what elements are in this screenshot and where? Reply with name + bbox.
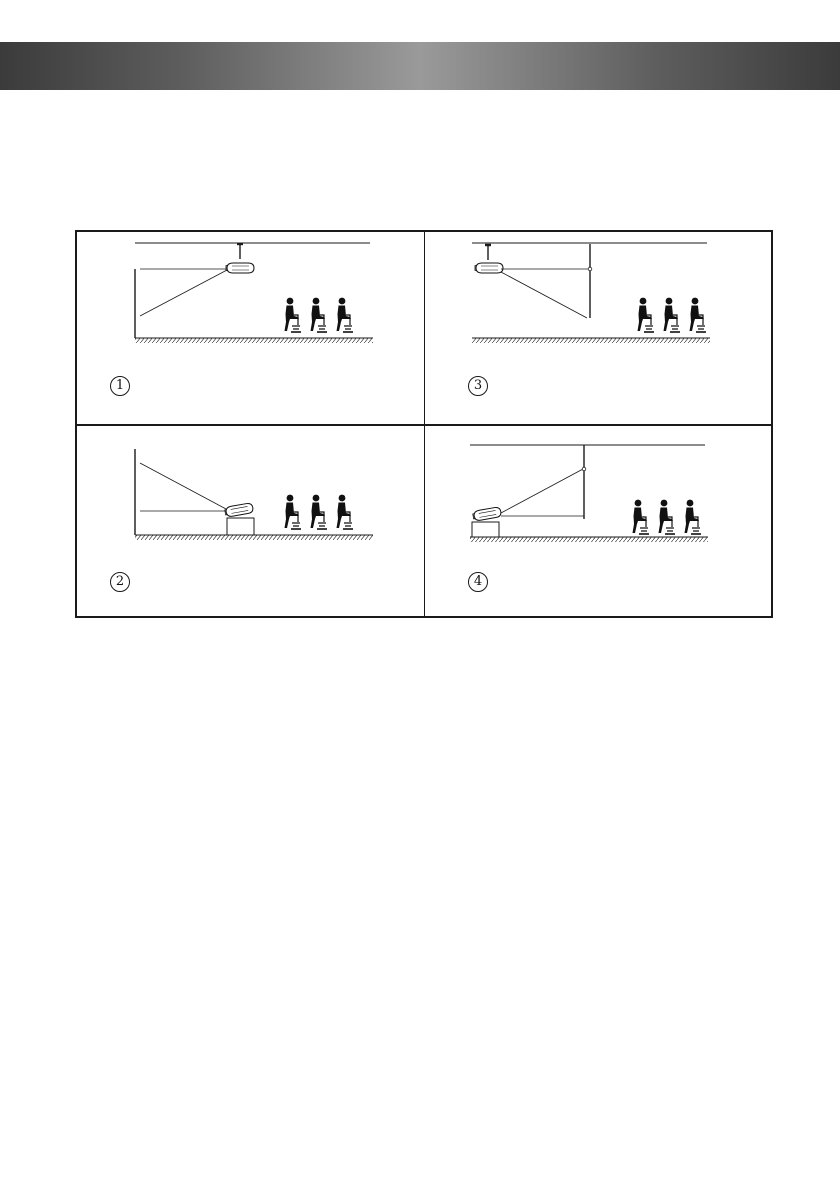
person-icon xyxy=(311,298,328,332)
screen-point xyxy=(588,267,592,271)
person-icon xyxy=(337,298,354,332)
table-projector-icon xyxy=(224,503,253,518)
audience xyxy=(633,500,702,534)
person-icon xyxy=(285,298,302,332)
person-icon xyxy=(311,495,328,529)
installation-diagram-grid: 1 3 xyxy=(75,230,773,618)
table-projector-icon xyxy=(472,507,501,522)
person-icon xyxy=(638,298,655,332)
beam-top xyxy=(501,469,583,513)
panel-rear-ceiling: 3 xyxy=(425,232,773,424)
panel-number: 3 xyxy=(468,376,488,396)
audience xyxy=(285,495,354,529)
panel-number: 4 xyxy=(468,572,488,592)
audience xyxy=(285,298,354,332)
floor-hatch xyxy=(135,535,373,540)
panel-number: 1 xyxy=(110,376,130,396)
person-icon xyxy=(633,500,650,534)
person-icon xyxy=(690,298,707,332)
panel-front-table: 2 xyxy=(77,425,424,618)
ceiling-projector-icon xyxy=(475,263,503,273)
beam-bottom xyxy=(501,272,587,318)
beam-bottom xyxy=(140,270,227,316)
front-ceiling-diagram xyxy=(77,232,424,424)
table xyxy=(227,518,254,535)
floor-hatch xyxy=(135,338,373,343)
panel-number: 2 xyxy=(110,572,130,592)
audience xyxy=(638,298,707,332)
beam-top xyxy=(140,463,226,509)
person-icon xyxy=(659,500,676,534)
panel-rear-table: 4 xyxy=(425,425,773,618)
person-icon xyxy=(685,500,702,534)
person-icon xyxy=(337,495,354,529)
floor-hatch xyxy=(470,537,708,542)
person-icon xyxy=(285,495,302,529)
ceiling-projector-icon xyxy=(226,263,254,273)
floor-hatch xyxy=(472,338,710,343)
header-bar xyxy=(0,42,840,90)
panel-front-ceiling: 1 xyxy=(77,232,424,424)
front-table-diagram xyxy=(77,425,424,618)
screen-point xyxy=(582,467,586,471)
table xyxy=(472,522,499,537)
person-icon xyxy=(664,298,681,332)
